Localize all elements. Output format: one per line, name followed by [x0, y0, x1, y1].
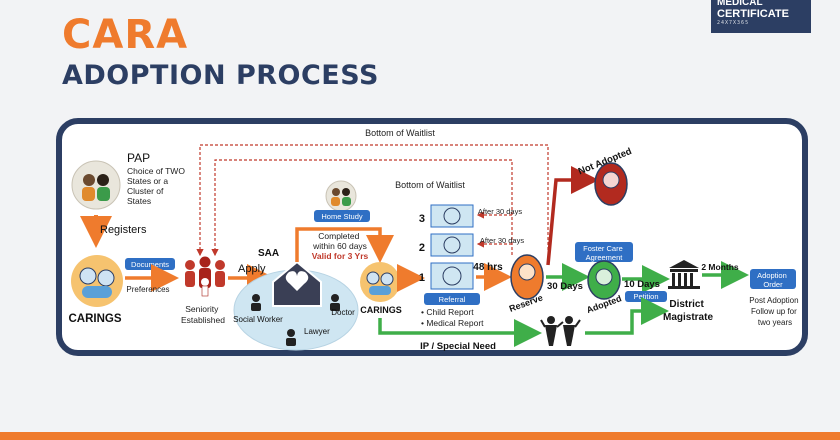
referral-card-2 [430, 233, 474, 257]
foster-care-badge-text: Foster Care Agreement [583, 244, 625, 262]
referral-badge-text: Referral [439, 295, 466, 304]
30-days-label: 30 Days [547, 281, 583, 292]
referral-items: • Child Report • Medical Report [421, 307, 484, 328]
caring-mid-label: CARINGS [360, 305, 402, 315]
post-adoption-label: Post Adoption Follow up for two years [749, 296, 801, 327]
logo-line-2: CERTIFICATE [717, 8, 789, 20]
referral-badge [424, 293, 480, 305]
waitlist-loop-top [196, 144, 549, 257]
home-study-badge [314, 210, 370, 222]
2-months-label: 2 Months [701, 262, 739, 272]
second-loop-label: Bottom of Waitlist [395, 180, 465, 190]
lawyer-icon [286, 329, 296, 346]
adoption-order-badge-text: Adoption Order [757, 271, 789, 289]
pap-desc-1: Choice of TWO [127, 166, 185, 176]
logo-line-3: 24X7X365 [717, 20, 750, 26]
children-icon [540, 316, 581, 346]
referral-card-3 [430, 204, 474, 228]
pap-desc-4: States [127, 196, 151, 206]
petition-badge-text: Petition [633, 292, 658, 301]
after-30-label-b: After 30 days [480, 236, 524, 245]
caring-mid-icon [360, 262, 400, 302]
saa-label: SAA [258, 248, 279, 259]
courthouse-icon [668, 260, 700, 289]
registers-label: Registers [100, 224, 147, 236]
brand-logo: MEDICAL CERTIFICATE 24X7X365 [711, 0, 811, 33]
ref-number-3: 3 [419, 213, 425, 225]
pap-desc-3: Cluster of [127, 186, 164, 196]
valid-label: Valid for 3 Yrs [312, 251, 369, 261]
after-30-label-a: After 30 days [478, 207, 522, 216]
ref-number-1: 1 [419, 272, 425, 284]
10-days-label: 10 Days [624, 279, 660, 290]
social-worker-label: Social Worker [233, 315, 283, 324]
adoption-order-badge [750, 269, 796, 289]
pap-avatar-icon [71, 160, 121, 210]
saa-home-icon [272, 260, 322, 307]
caring-left-label: CARINGS [68, 313, 121, 325]
documents-badge-text: Documents [131, 260, 169, 269]
pap-desc-2: States or a [127, 176, 168, 186]
referral-stack [430, 204, 474, 290]
home-study-badge-text: Home Study [321, 212, 363, 221]
logo-line-1: MEDICAL [717, 0, 763, 8]
district-magistrate-label: District Magistrate [663, 299, 713, 323]
top-loop-label: Bottom of Waitlist [365, 128, 435, 138]
caring-left-icon [71, 255, 123, 307]
doctor-label: Doctor [331, 308, 355, 317]
seniority-label: Seniority Established [181, 304, 225, 325]
preferences-label: Preferences [126, 285, 169, 294]
completed-label: Completed within 60 days [312, 231, 367, 251]
apply-label: Apply [238, 263, 266, 275]
pap-description: Choice of TWO States or a Cluster of Sta… [127, 166, 187, 206]
ip-special-need-label: IP / Special Need [420, 341, 496, 352]
social-worker-icon [251, 294, 261, 311]
foster-care-badge [575, 242, 633, 262]
footer-accent-bar [0, 432, 840, 440]
lawyer-label: Lawyer [304, 327, 330, 336]
page-subtitle: ADOPTION PROCESS [62, 60, 379, 91]
home-study-couple-icon [325, 180, 357, 212]
pap-title: PAP [127, 151, 150, 165]
page-title: CARA [62, 12, 189, 58]
ref-number-2: 2 [419, 242, 425, 254]
48-hrs-label: 48 hrs [473, 262, 503, 273]
group-people-icon [185, 256, 225, 297]
waitlist-loop-second [211, 159, 513, 257]
doctor-icon [330, 294, 340, 311]
